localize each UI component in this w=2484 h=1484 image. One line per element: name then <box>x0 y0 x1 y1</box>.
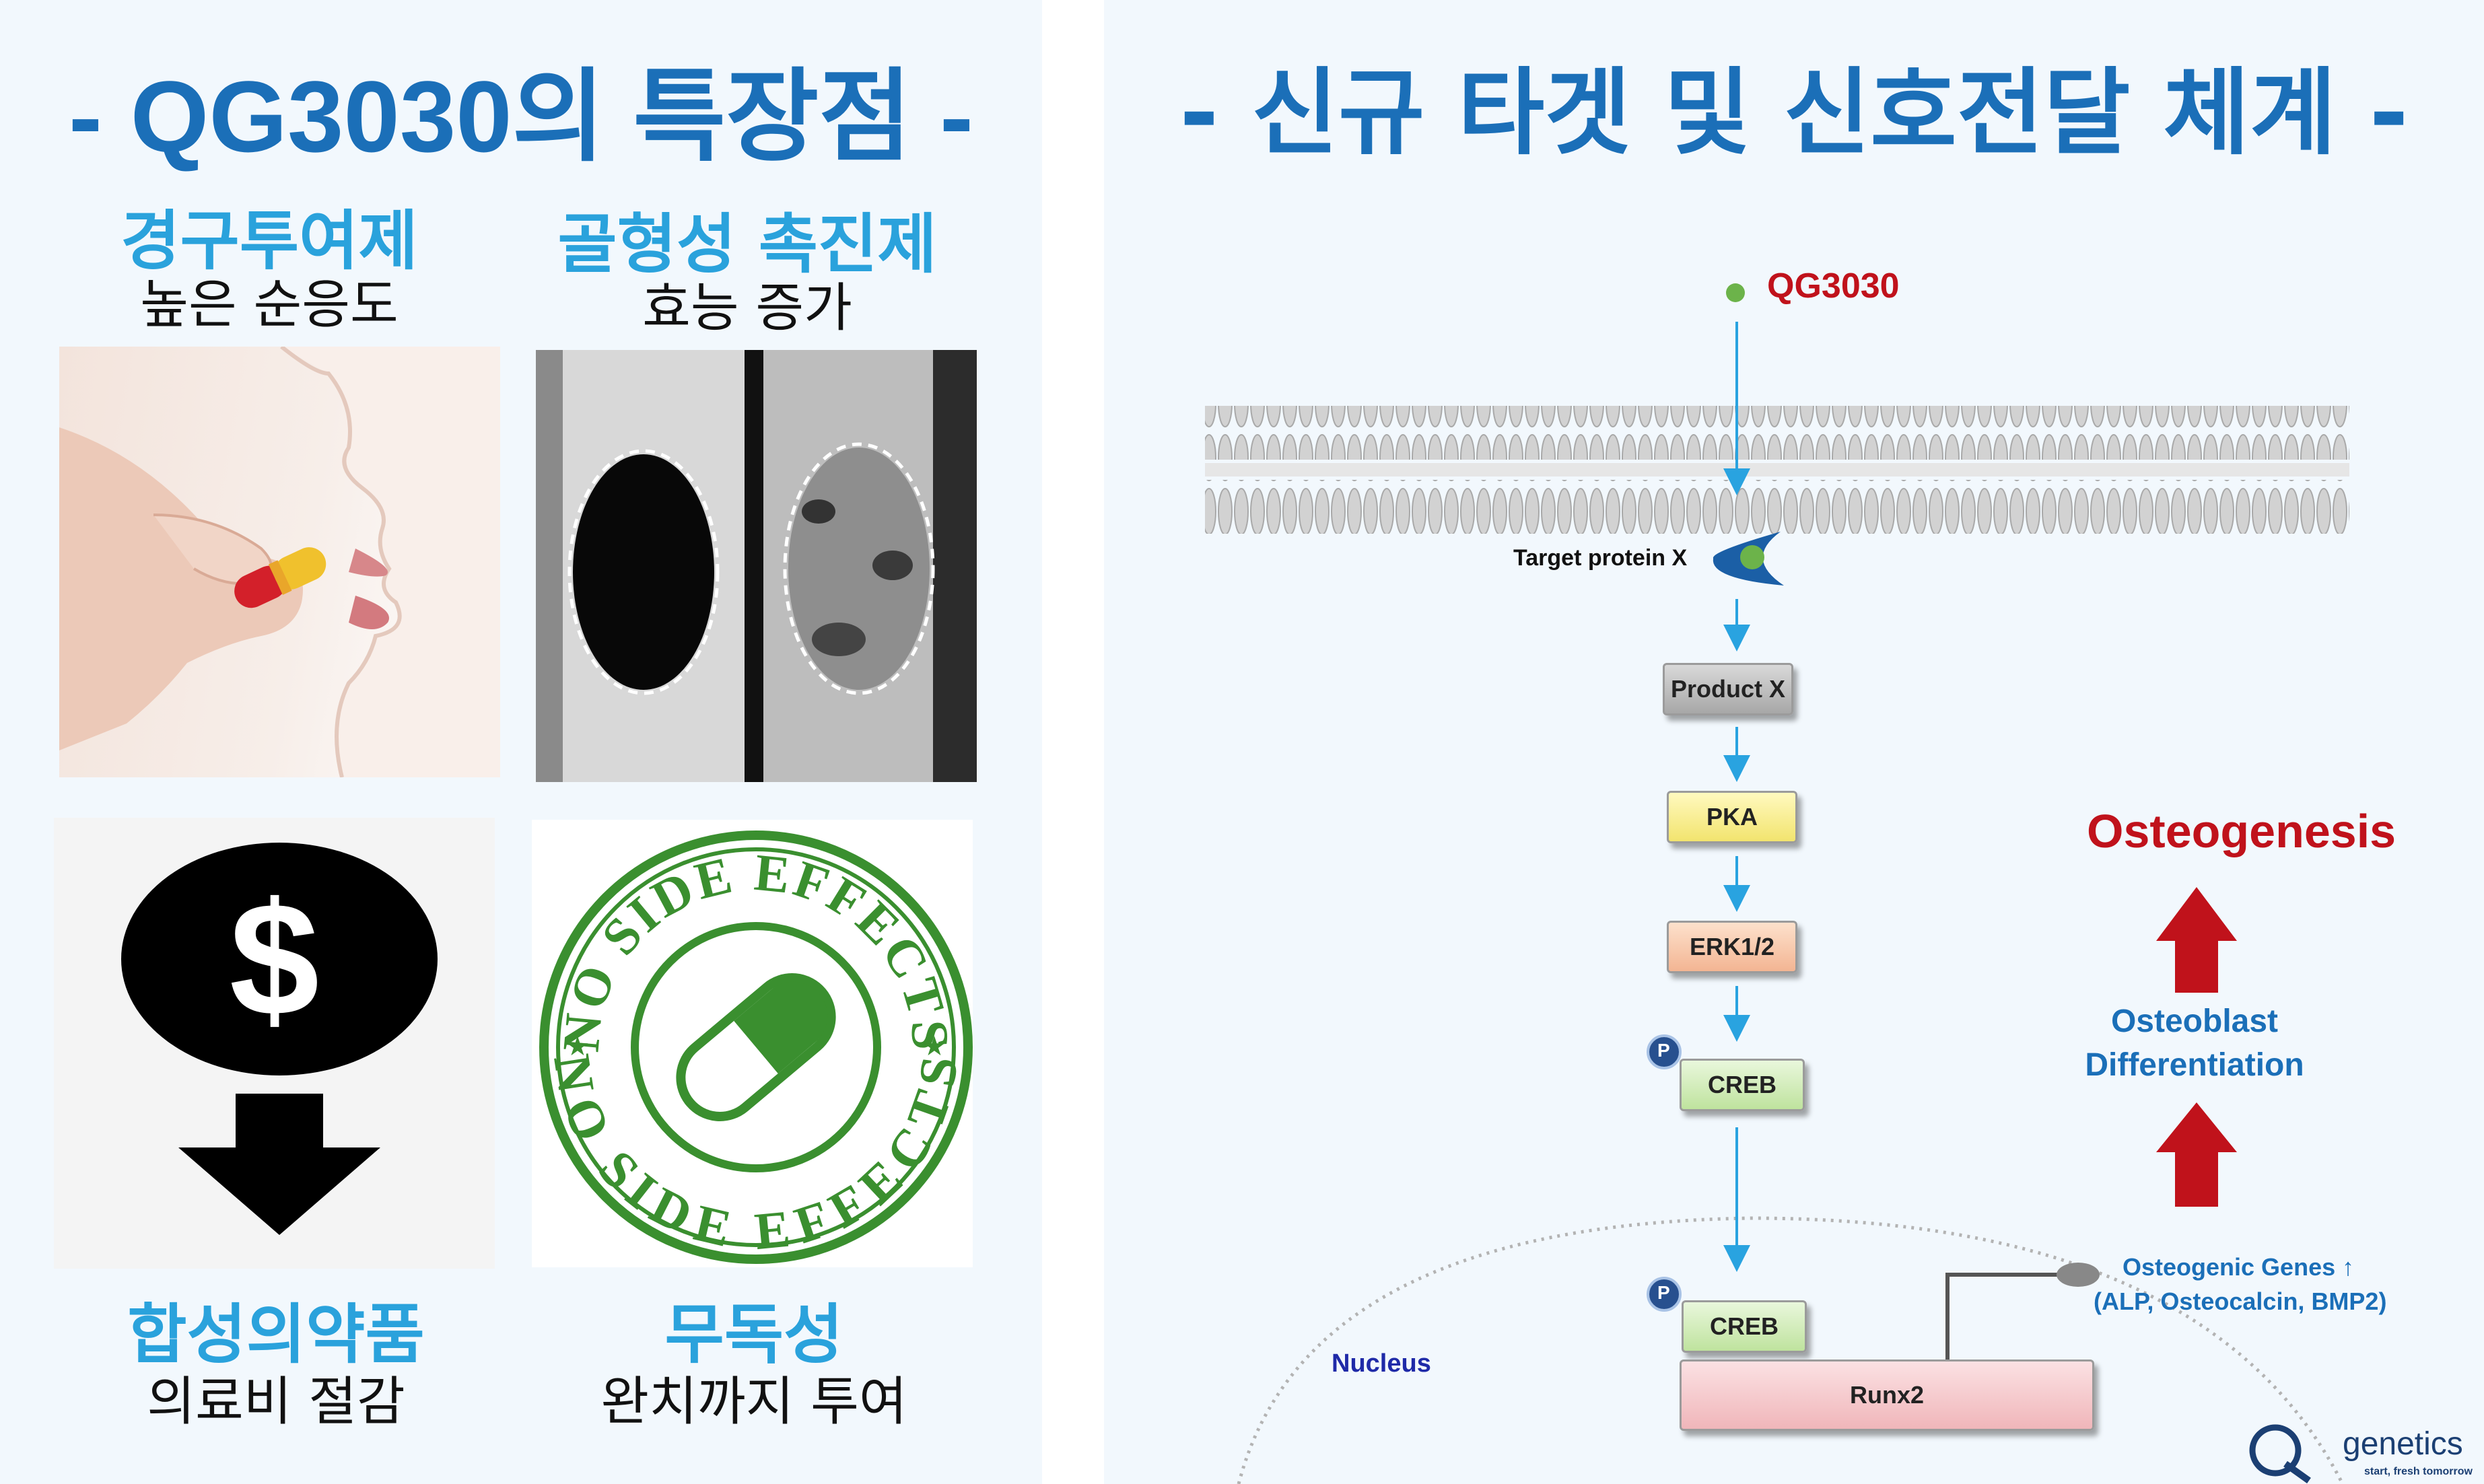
osteoblast-label-2: Differentiation <box>2085 1047 2304 1083</box>
nucleus-membrane <box>1237 1216 2345 1484</box>
osteogenic-genes-label: Osteogenic Genes ↑ <box>2123 1253 2355 1281</box>
cost-reduction-graphic: $ <box>54 818 495 1269</box>
feature-oral-title: 경구투여제 <box>120 203 418 279</box>
arrow-down-icon <box>178 1094 380 1235</box>
features-panel: - QG3030의 특장점 - 경구투여제 높은 순응도 골형성 촉진제 효능 … <box>0 0 1042 1484</box>
red-arrow-lower <box>2156 1102 2237 1207</box>
pill-photo <box>59 347 500 777</box>
creb-nuc-node: CREB <box>1682 1300 1807 1353</box>
logo-tagline: start, fresh tomorrow <box>2364 1466 2473 1477</box>
red-arrow-upper <box>2156 887 2237 993</box>
logo-text: genetics <box>2343 1426 2463 1462</box>
dollar-symbol: $ <box>229 869 320 1049</box>
qg3030-dot <box>1726 283 1745 302</box>
target-protein-label: Target protein X <box>1513 545 1688 571</box>
runx2-node: Runx2 <box>1680 1359 2094 1431</box>
product-x-node: Product X <box>1663 663 1793 715</box>
qg3030-label: QG3030 <box>1767 267 1900 306</box>
pathway-title: - 신규 타겟 및 신호전달 체계 - <box>1179 59 2409 168</box>
target-protein-icon <box>1713 532 1784 586</box>
feature-synthetic-title: 합성의약품 <box>127 1297 425 1372</box>
pathway-panel: - 신규 타겟 및 신호전달 체계 - <box>1104 0 2484 1484</box>
bone-ct-scan <box>536 350 977 782</box>
erk-node: ERK1/2 <box>1667 921 1797 973</box>
stamp-text-bottom: NO SIDE EFFECTS <box>543 1051 969 1261</box>
svg-text:★: ★ <box>565 1031 590 1062</box>
dollar-icon <box>121 843 438 1075</box>
features-title: - QG3030의 특장점 - <box>69 60 973 173</box>
osteoblast-label-1: Osteoblast <box>2110 1003 2279 1039</box>
feature-synthetic-subtitle: 의료비 절감 <box>147 1372 405 1432</box>
phospho-label-nuc: P <box>1657 1282 1670 1303</box>
osteogenesis-label: Osteogenesis <box>2087 805 2396 857</box>
phospho-icon-cyto <box>1647 1034 1682 1069</box>
nucleus-label: Nucleus <box>1332 1349 1431 1378</box>
cell-membrane <box>1205 406 2349 534</box>
no-side-effects-stamp: NO SIDE EFFECTS NO SIDE EFFECTS ★ ★ <box>532 820 973 1267</box>
feature-bone-title: 골형성 촉진제 <box>557 207 937 282</box>
pathway-diagram <box>1205 283 2349 1484</box>
pka-node: PKA <box>1667 791 1797 843</box>
feature-nontoxic-title: 무독성 <box>664 1297 843 1372</box>
feature-nontoxic-subtitle: 완치까지 투여 <box>600 1372 907 1432</box>
osteogenic-genes-list: (ALP, Osteocalcin, BMP2) <box>2094 1287 2387 1315</box>
qgenetics-logo-icon <box>2249 1424 2311 1484</box>
promoter-line <box>1945 1273 2060 1359</box>
phospho-icon-nuc <box>1647 1277 1682 1312</box>
phospho-label-cyto: P <box>1657 1040 1670 1061</box>
creb-cyto-node: CREB <box>1680 1059 1805 1111</box>
feature-oral-subtitle: 높은 순응도 <box>140 275 399 335</box>
feature-bone-subtitle: 효능 증가 <box>642 278 852 339</box>
capsule-icon <box>676 973 836 1121</box>
svg-text:★: ★ <box>922 1031 946 1062</box>
